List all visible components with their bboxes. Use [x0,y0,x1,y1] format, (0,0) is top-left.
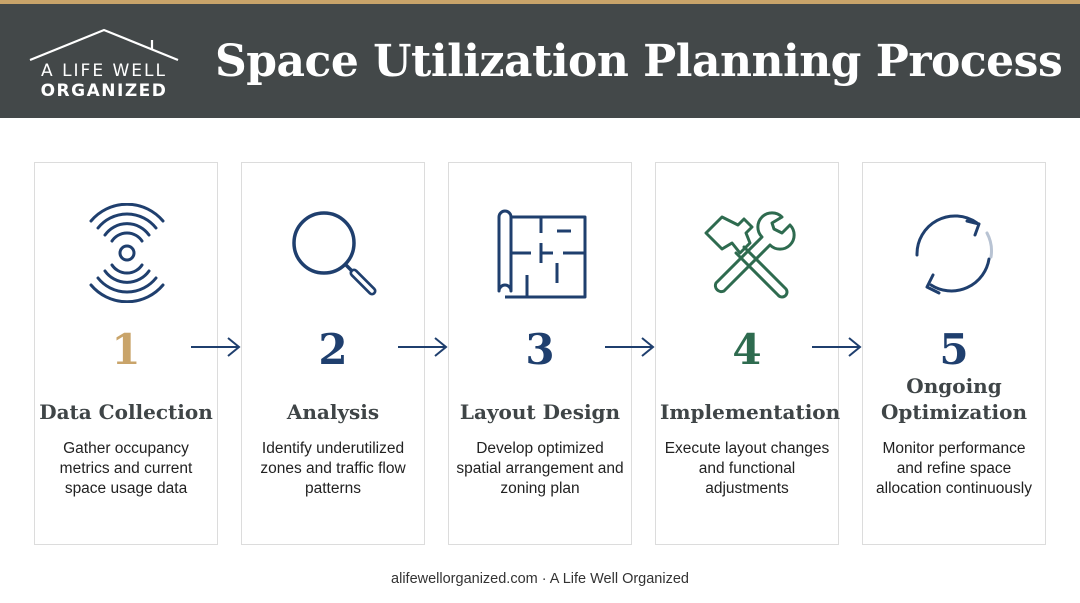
step-title: Ongoing Optimization [880,374,1028,424]
step-description: Monitor performance and refine space all… [876,440,1032,497]
top-accent-strip [0,0,1080,4]
step-card-4: 4 Implementation Execute layout changes … [655,162,841,545]
house-roof-icon [29,28,179,62]
footer-text: alifewellorganized.com · A Life Well Org… [391,571,689,587]
logo-text-top: A LIFE WELL [41,61,167,81]
refresh-cycle-icon [905,203,1005,303]
step-number: 1 [111,325,141,374]
header-bar: A LIFE WELL ORGANIZED Space Utilization … [0,4,1080,118]
page-title: Space Utilization Planning Process [215,36,1063,87]
step-title: Implementation [660,400,841,424]
step-card-2: 2 Analysis Identify underutilized zones … [241,162,425,545]
step-card-3: 3 Layout Design Develop optimized spatia… [448,162,632,545]
step-description: Develop optimized spatial arrangement an… [456,440,624,497]
arrow-right-icon [605,337,655,357]
step-description: Gather occupancy metrics and current spa… [59,440,193,497]
step-card-1: 1 Data Collection Gather occupancy metri… [34,162,218,545]
logo: A LIFE WELL ORGANIZED [24,26,184,106]
arrow-right-icon [191,337,241,357]
signal-waves-icon [77,202,177,304]
step-title: Data Collection [39,400,213,424]
floor-plan-icon [491,203,591,303]
step-number: 5 [939,325,969,374]
step-title: Layout Design [459,400,621,424]
step-number: 3 [525,325,555,374]
step-title: Analysis [286,400,380,424]
step-description: Execute layout changes and functional ad… [664,440,830,497]
arrow-right-icon [398,337,448,357]
arrow-right-icon [812,337,862,357]
magnifier-icon [284,203,384,303]
step-card-5: 5 Ongoing Optimization Monitor performan… [862,162,1046,545]
logo-text-bottom: ORGANIZED [40,81,168,101]
step-number: 4 [732,325,762,374]
step-number: 2 [318,325,348,374]
tools-icon [698,203,798,303]
step-description: Identify underutilized zones and traffic… [260,440,406,497]
